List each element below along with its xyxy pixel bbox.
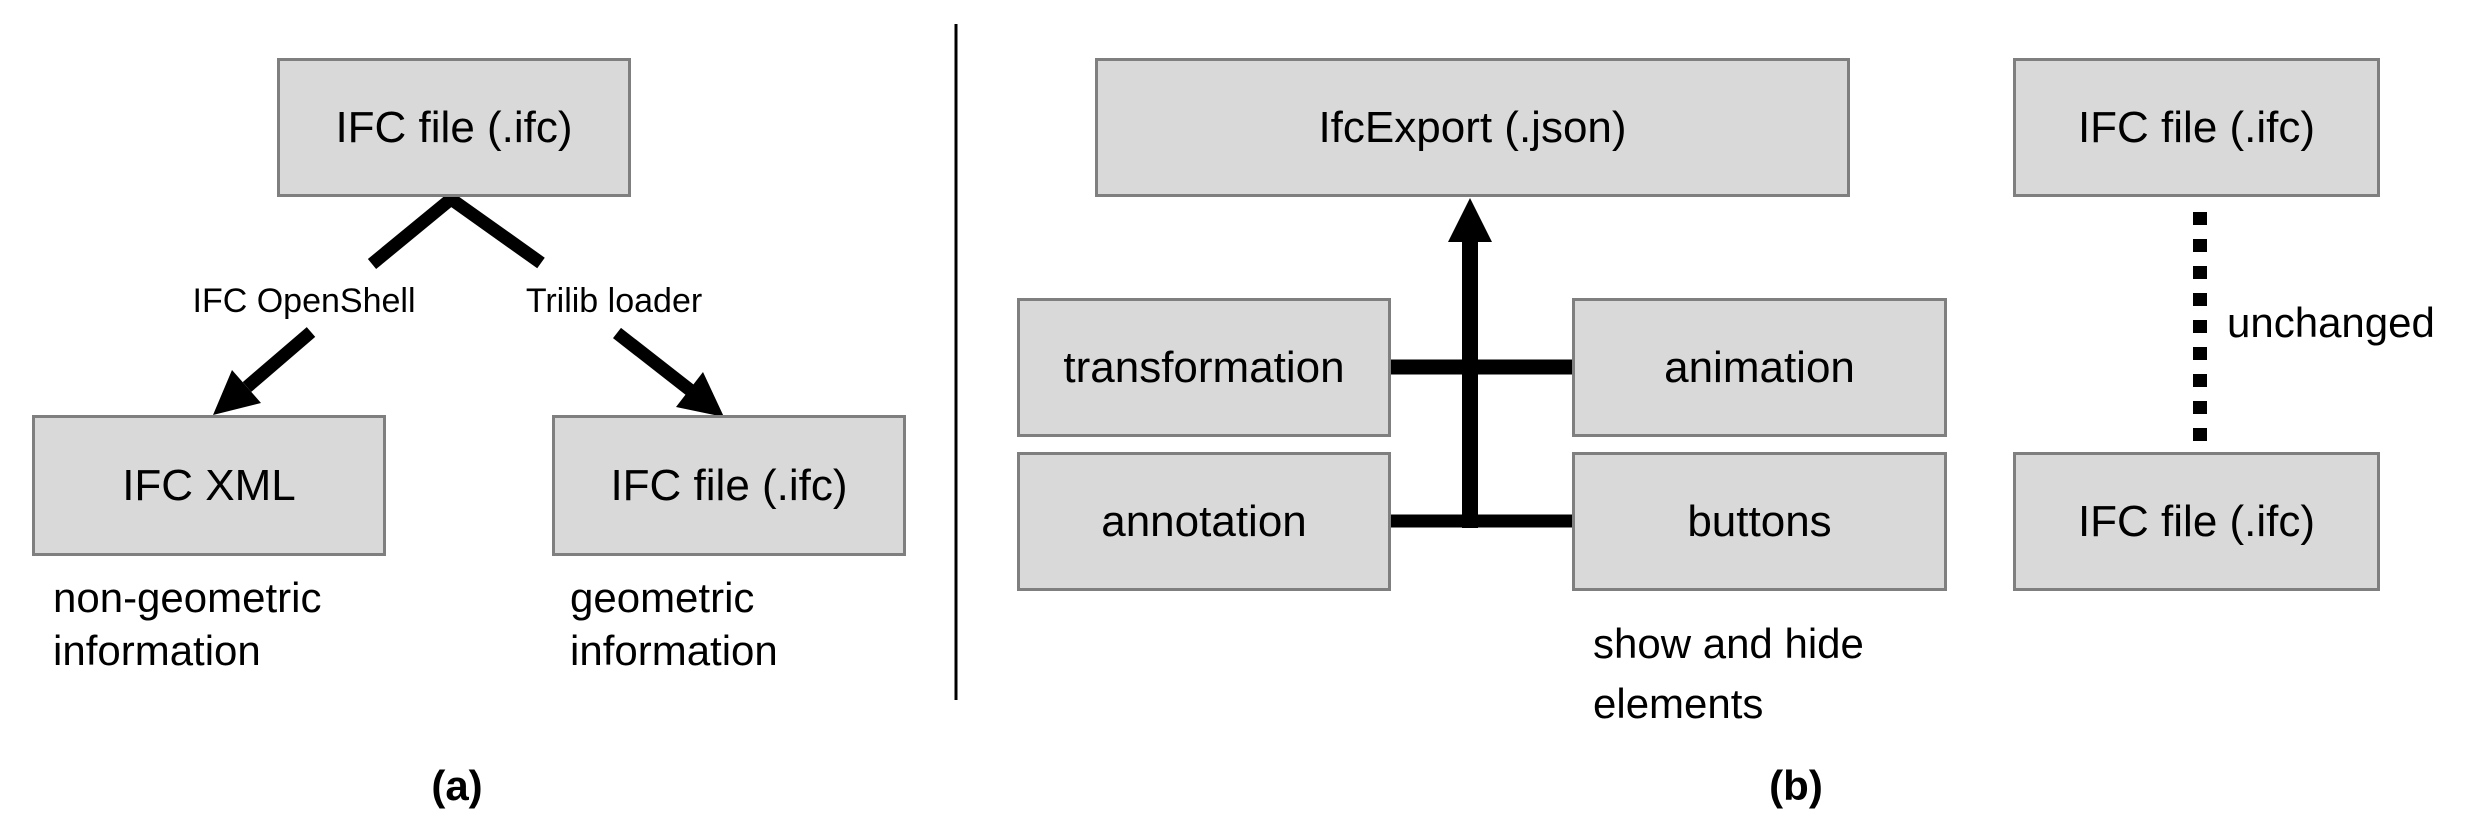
node-ifc-xml: IFC XML	[32, 415, 386, 556]
node-animation: animation	[1572, 298, 1947, 437]
arrow-export-head-icon	[1448, 198, 1492, 242]
node-ifc-file-unchanged-top: IFC file (.ifc)	[2013, 58, 2380, 197]
panel-label-a: (a)	[431, 762, 483, 809]
arrow-trilib-shaft	[612, 327, 695, 396]
split-connector	[367, 190, 545, 270]
edge-label-unchanged: unchanged	[2227, 299, 2435, 346]
node-ifc-file-unchanged-bottom: IFC file (.ifc)	[2013, 452, 2380, 591]
node-buttons: buttons	[1572, 452, 1947, 591]
node-ifc-file-source: IFC file (.ifc)	[277, 58, 631, 197]
caption-geometric-information: geometric information	[570, 574, 778, 674]
arrow-openshell-shaft	[242, 327, 316, 392]
arrow-trilib-head-icon	[676, 372, 724, 417]
edge-label-trilib-loader: Trilib loader	[525, 282, 703, 320]
edge-label-ifc-openshell: IFC OpenShell	[192, 282, 416, 320]
panel-label-b: (b)	[1769, 762, 1823, 809]
node-transformation: transformation	[1017, 298, 1391, 437]
node-annotation: annotation	[1017, 452, 1391, 591]
caption-non-geometric-information: non-geometric information	[53, 574, 322, 674]
node-ifcexport-json: IfcExport (.json)	[1095, 58, 1850, 197]
caption-show-and-hide-elements: show and hide elements	[1593, 620, 1864, 727]
arrow-openshell-head-icon	[213, 370, 261, 415]
node-ifc-file-geometric: IFC file (.ifc)	[552, 415, 906, 556]
